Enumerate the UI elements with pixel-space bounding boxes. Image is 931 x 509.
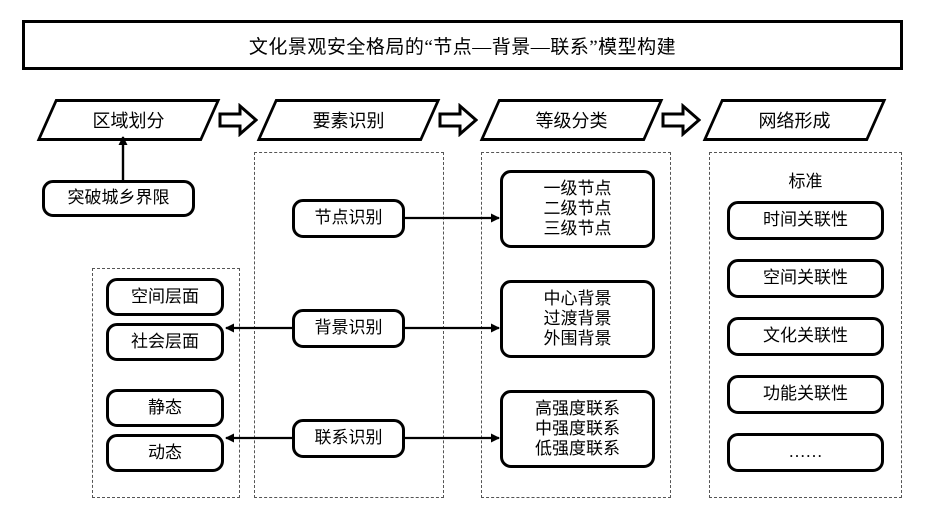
box-line: 过渡背景 <box>543 308 612 328</box>
box-line: 三级节点 <box>543 219 612 239</box>
box-label: 节点识别 <box>314 208 383 228</box>
box-linkage-identification[interactable]: 联系识别 <box>292 419 405 458</box>
box-line: 中心背景 <box>543 288 612 308</box>
flow-arrow-2 <box>438 103 478 137</box>
box-label: 动态 <box>148 442 182 462</box>
box-label: …… <box>788 442 823 462</box>
box-label: 空间层面 <box>131 286 199 306</box>
stage-label: 等级分类 <box>535 111 608 131</box>
box-static[interactable]: 静态 <box>106 389 224 427</box>
box-break-urban-rural-boundary[interactable]: 突破城乡界限 <box>42 180 195 217</box>
group-dimension-levels <box>92 268 240 498</box>
stage-grade-classify[interactable]: 等级分类 <box>479 99 664 141</box>
box-ellipsis[interactable]: …… <box>727 433 884 472</box>
box-label: 文化关联性 <box>763 326 848 346</box>
box-background-grades[interactable]: 中心背景 过渡背景 外围背景 <box>500 280 655 358</box>
box-temporal-relevance[interactable]: 时间关联性 <box>727 201 884 240</box>
box-line: 低强度联系 <box>535 439 620 459</box>
group-element-identification <box>254 152 444 498</box>
box-label: 时间关联性 <box>763 210 848 230</box>
box-node-identification[interactable]: 节点识别 <box>292 199 405 238</box>
group-network-criteria <box>709 152 902 498</box>
box-node-grades[interactable]: 一级节点 二级节点 三级节点 <box>500 170 655 248</box>
box-line: 二级节点 <box>543 198 612 218</box>
box-social-dimension[interactable]: 社会层面 <box>106 323 224 361</box>
box-line: 中强度联系 <box>535 418 620 438</box>
box-line: 一级节点 <box>543 178 612 198</box>
box-cultural-relevance[interactable]: 文化关联性 <box>727 317 884 356</box>
box-label: 背景识别 <box>314 318 383 338</box>
box-dynamic[interactable]: 动态 <box>106 434 224 472</box>
box-label: 静态 <box>148 397 182 417</box>
box-line: 高强度联系 <box>535 398 620 418</box>
box-background-identification[interactable]: 背景识别 <box>292 309 405 348</box>
box-label: 功能关联性 <box>763 384 848 404</box>
flow-arrow-3 <box>661 103 701 137</box>
box-line: 外围背景 <box>543 329 612 349</box>
box-spatial-relevance[interactable]: 空间关联性 <box>727 259 884 298</box>
group-grade-classification <box>481 152 671 498</box>
box-label: 社会层面 <box>131 331 199 351</box>
criteria-caption: 标准 <box>788 172 823 191</box>
stage-label: 网络形成 <box>758 111 831 131</box>
stage-region-division[interactable]: 区域划分 <box>36 99 221 141</box>
page-title: 文化景观安全格局的“节点—背景—联系”模型构建 <box>248 36 677 58</box>
box-spatial-dimension[interactable]: 空间层面 <box>106 278 224 316</box>
box-linkage-grades[interactable]: 高强度联系 中强度联系 低强度联系 <box>500 390 655 468</box>
box-label: 突破城乡界限 <box>67 188 170 208</box>
flow-arrow-1 <box>218 103 258 137</box>
diagram-title-box: 文化景观安全格局的“节点—背景—联系”模型构建 <box>22 20 903 70</box>
stage-network-form[interactable]: 网络形成 <box>702 99 887 141</box>
box-label: 联系识别 <box>314 428 383 448</box>
box-label: 空间关联性 <box>763 268 848 288</box>
stage-label: 区域划分 <box>92 111 165 131</box>
stage-label: 要素识别 <box>312 111 385 131</box>
box-functional-relevance[interactable]: 功能关联性 <box>727 375 884 414</box>
stage-element-identify[interactable]: 要素识别 <box>256 99 441 141</box>
